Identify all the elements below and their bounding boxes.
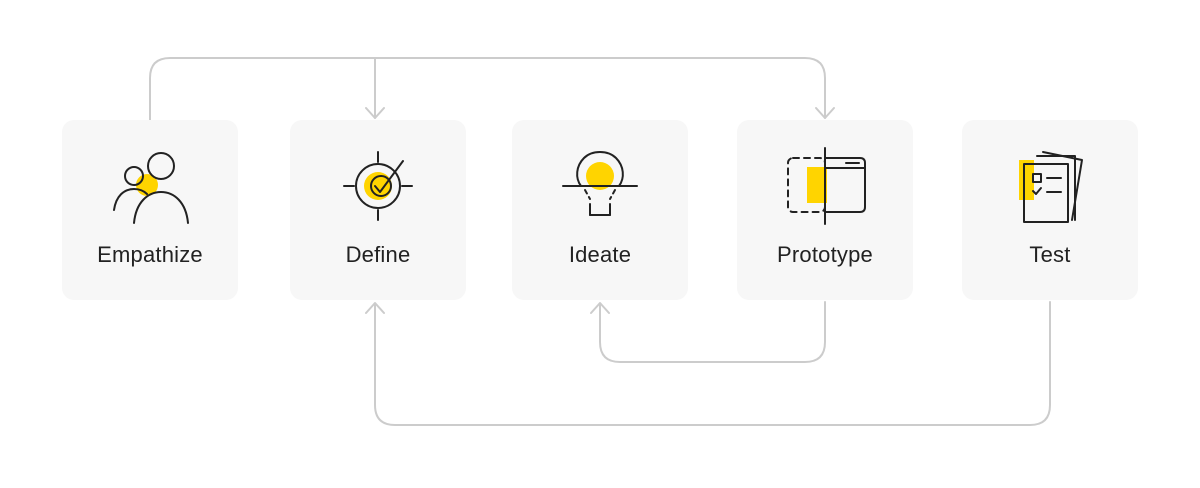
arrowhead-define-top [365, 107, 385, 119]
stage-label: Test [1029, 242, 1071, 267]
arrowhead-ideate-bottom [590, 302, 610, 314]
stage-label: Ideate [568, 242, 632, 267]
lightbulb-icon [562, 151, 638, 216]
stage-label: Define [345, 242, 411, 267]
stage-card-define: Define [290, 120, 466, 300]
checklist-documents-icon [1019, 151, 1083, 223]
arrowhead-define-bottom [365, 302, 385, 314]
arrowhead-prototype-top [815, 107, 835, 119]
connector-empathize-to-prototype [149, 57, 826, 121]
target-check-icon [343, 151, 413, 221]
stage-card-empathize: Empathize [62, 120, 238, 300]
stage-label: Empathize [97, 242, 203, 267]
connector-test-to-define [374, 301, 1051, 426]
connector-prototype-to-ideate [599, 301, 826, 363]
mobile-wireframe-icon [787, 147, 866, 225]
stage-card-prototype: Prototype [737, 120, 913, 300]
people-icon [113, 152, 189, 224]
stage-card-test: Test [962, 120, 1138, 300]
stage-card-ideate: Ideate [512, 120, 688, 300]
stage-label: Prototype [777, 242, 873, 267]
